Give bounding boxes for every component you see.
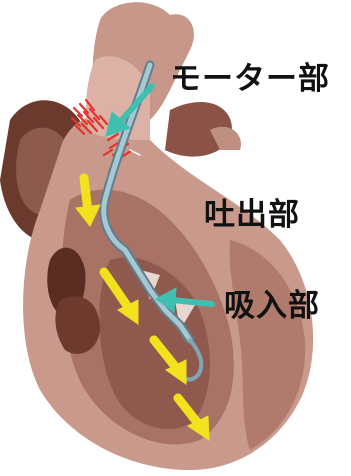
label-motor: モーター部	[170, 64, 330, 95]
label-outlet: 吐出部	[204, 200, 300, 231]
label-inlet: 吸入部	[224, 291, 320, 322]
